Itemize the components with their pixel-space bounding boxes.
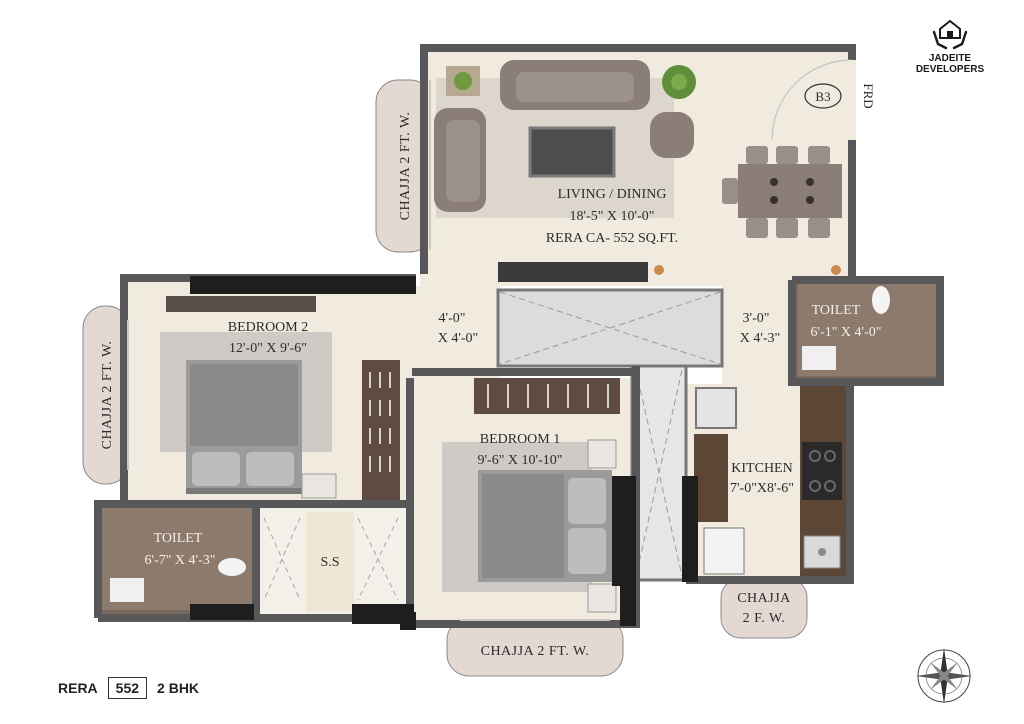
chajja-left-label: CHAJJA 2 FT. W.: [100, 341, 115, 450]
wall-kitchen: [686, 382, 854, 584]
fridge: [695, 387, 737, 429]
toilet-left-size: 6'-7" X 4'-3": [145, 553, 216, 568]
nightstand-1b: [587, 583, 617, 613]
sofa-left-seat: [446, 120, 480, 202]
living-area: RERA CA- 552 SQ.FT.: [546, 231, 678, 246]
toilet-right-name: TOILET: [812, 303, 861, 318]
bedroom2-tv-unit: [166, 296, 316, 312]
chajja-top-left-label: CHAJJA 2 FT. W.: [398, 112, 413, 221]
brand-name-line1: JADEITE: [928, 53, 972, 64]
wall-dark-duct: [620, 476, 636, 626]
wc-left: [218, 558, 246, 576]
nightstand-2: [301, 473, 337, 499]
wash-basin-right: [802, 346, 836, 370]
footer-info: RERA 552 2 BHK: [58, 677, 199, 699]
bedroom1-size: 9'-6" X 10'-10": [478, 453, 563, 468]
passage-left-dim-2: X 4'-0": [438, 331, 479, 346]
bed2-pillow-1: [192, 452, 240, 486]
bed2-pillow-2: [246, 452, 294, 486]
bed1-blanket: [482, 474, 564, 578]
wc-right: [872, 286, 890, 314]
compass-rose-icon: [916, 648, 972, 704]
ss-center: [306, 512, 354, 612]
wall-dark-kitchen: [682, 476, 698, 582]
passage-right-dim-1: 3'-0": [743, 311, 770, 326]
passage-left-dim-1: 4'-0": [439, 311, 466, 326]
lamp-icon: [654, 265, 664, 275]
kitchen-size: 7'-0"X8'-6": [730, 481, 794, 496]
bed1-pillow-2: [568, 528, 606, 574]
footer-rera: RERA: [58, 680, 98, 696]
lamp-icon-2: [831, 265, 841, 275]
wall-living-outer: [420, 44, 856, 274]
chajja-bottom-label: CHAJJA 2 FT. W.: [481, 644, 590, 659]
flat-label: B3: [815, 89, 830, 104]
bedroom1-name: BEDROOM 1: [480, 432, 561, 447]
tv-unit: [498, 262, 648, 282]
passage-right-floor: [722, 286, 792, 386]
flat-badge: [804, 83, 842, 109]
toilet-left-name: TOILET: [154, 531, 203, 546]
bed2-blanket: [190, 364, 298, 446]
footer-area-box: 552: [107, 677, 148, 699]
brand-logo: JADEITE DEVELOPERS: [908, 18, 992, 75]
living-size: 18'-5" X 10'-0": [570, 209, 655, 224]
living-name: LIVING / DINING: [558, 187, 667, 202]
kitchen-counter-left: [694, 434, 728, 522]
sofa-top-seat: [516, 72, 634, 102]
wall-dark-bottom-left: [190, 604, 254, 620]
bedroom2-size: 12'-0" X 9'-6": [229, 341, 307, 356]
hob-icon: [802, 442, 842, 500]
toilet-right-size: 6'-1" X 4'-0": [811, 325, 882, 340]
chajja-kitchen-label-2: 2 F. W.: [743, 611, 786, 626]
brand-name-line2: DEVELOPERS: [915, 64, 985, 75]
footer-type: 2 BHK: [157, 680, 200, 696]
coffee-table: [528, 126, 616, 178]
chajja-kitchen: [720, 577, 808, 639]
passage-right-dim-2: X 4'-3": [740, 331, 781, 346]
dining-table: [738, 164, 842, 218]
wall-dark-bottom-mid: [352, 604, 414, 624]
plant-corner-leaf-icon: [671, 74, 687, 90]
armchair: [650, 112, 694, 158]
wall-dark-top: [190, 276, 416, 294]
bedroom2-name: BEDROOM 2: [228, 320, 309, 335]
house-in-hands-icon: [932, 19, 968, 50]
kitchen-appliance: [703, 527, 745, 575]
frd-label: FRD: [861, 83, 876, 108]
wash-basin-left: [110, 578, 144, 602]
bed1-pillow-1: [568, 478, 606, 524]
kitchen-name: KITCHEN: [731, 461, 792, 476]
bedroom1-tv-unit: [612, 476, 622, 586]
bed2-headboard: [186, 488, 302, 494]
wall-dark-bedroom1: [400, 612, 416, 630]
entry-door-swing: [771, 59, 853, 141]
ss-label: S.S: [320, 555, 339, 570]
chajja-kitchen-label-1: CHAJJA: [737, 591, 791, 606]
nightstand-1a: [587, 439, 617, 469]
wall-toilet-right: [788, 276, 944, 386]
plant-side-icon: [454, 72, 472, 90]
